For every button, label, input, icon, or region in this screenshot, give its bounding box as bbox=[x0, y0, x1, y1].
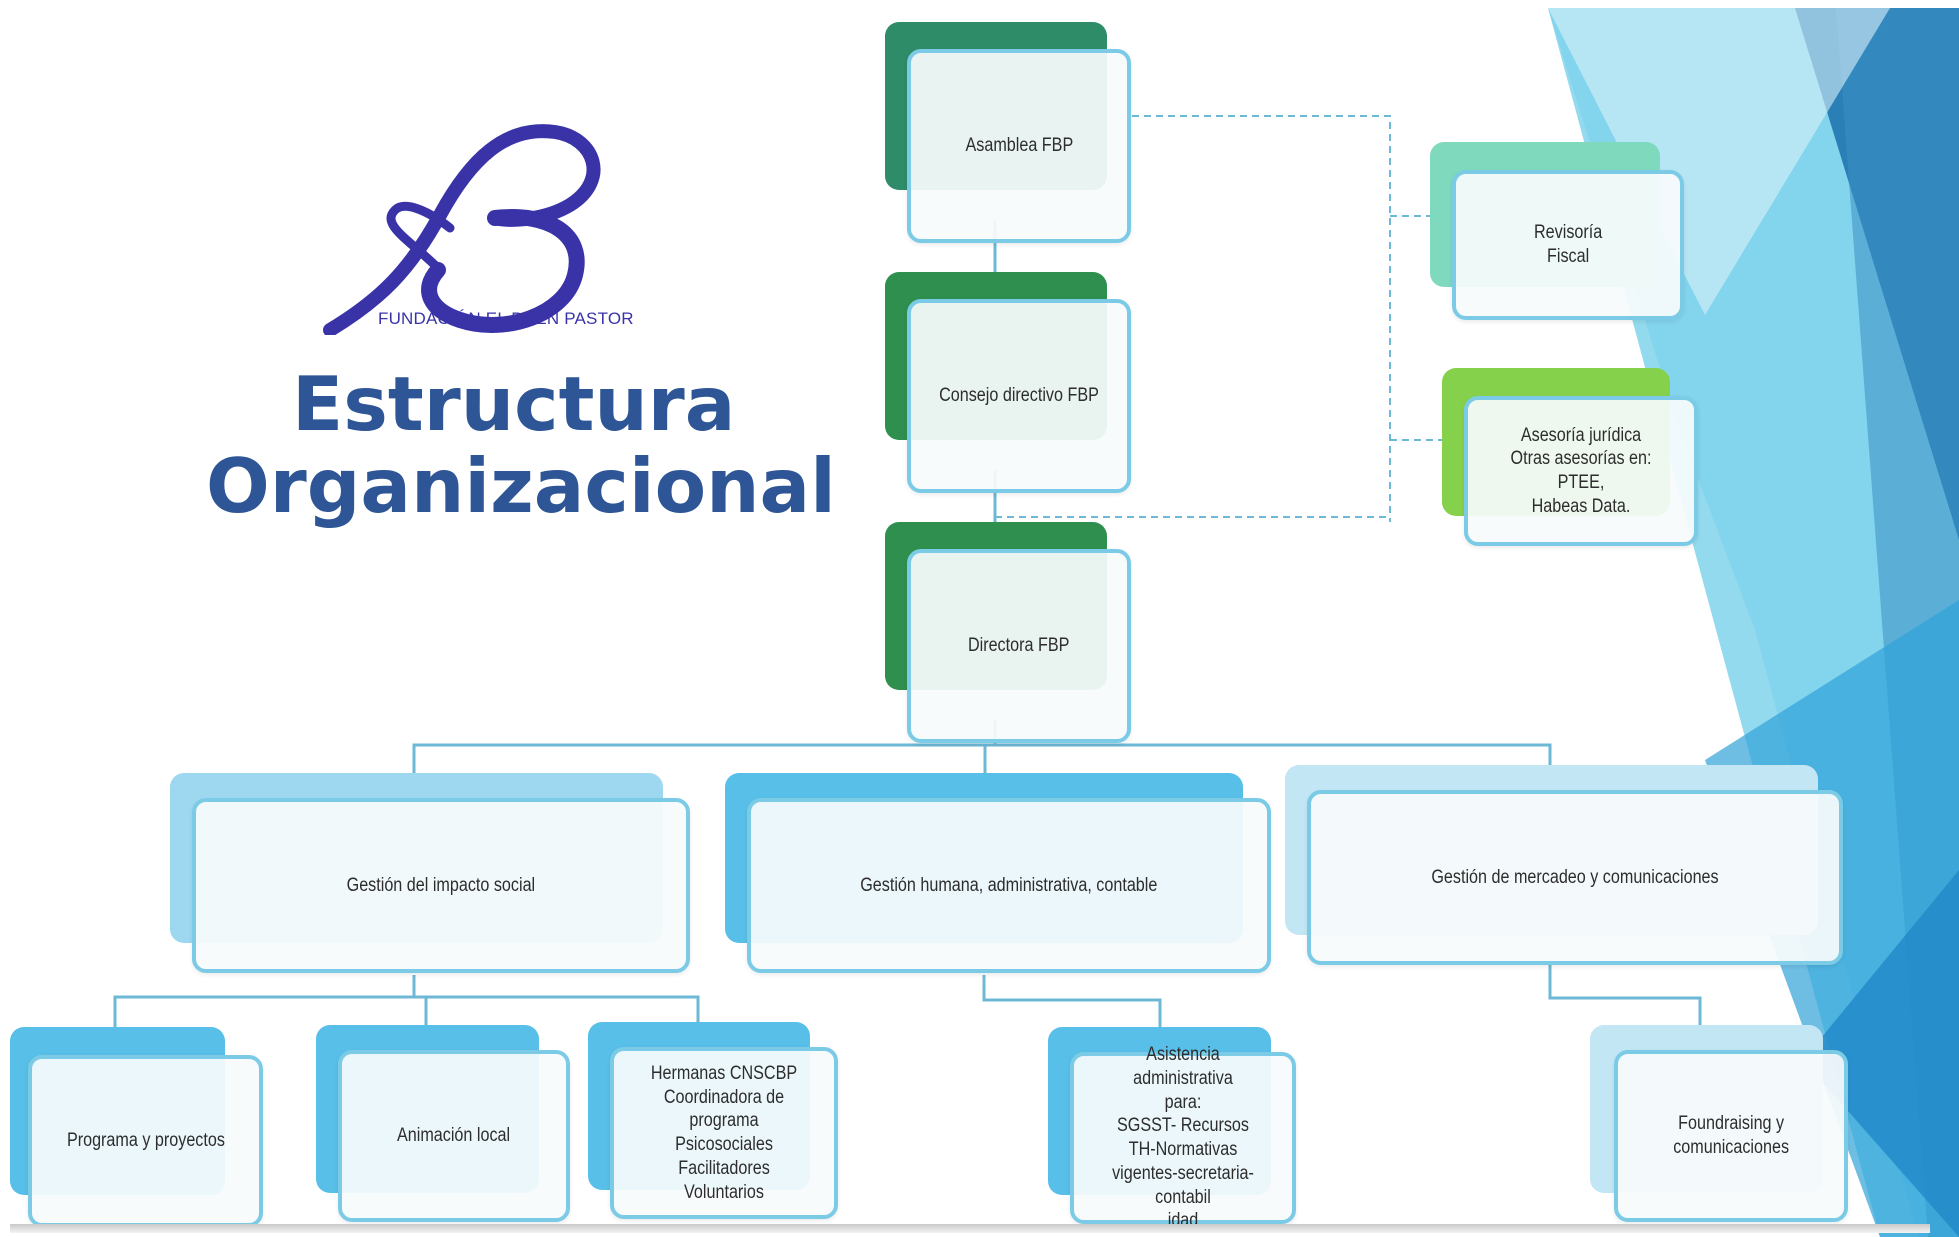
connector-directora-mercadeo bbox=[995, 743, 1552, 765]
connector-impacto-hermanas bbox=[414, 995, 700, 1022]
fundacion-logo-icon bbox=[323, 124, 601, 335]
slide-bottom-shadow bbox=[10, 1224, 1930, 1233]
node-label: Asamblea FBP bbox=[965, 135, 1073, 157]
node-label: Revisoría Fiscal bbox=[1533, 222, 1603, 267]
connector-humana-asistencia bbox=[982, 975, 1162, 1027]
node-label: Asistencia administrativa para: SGSST- R… bbox=[1112, 1044, 1254, 1232]
logo-text: FUNDACIÓN EL BUEN PASTOR bbox=[378, 309, 634, 328]
node-label: Gestión del impacto social bbox=[346, 874, 536, 896]
node-label: Asesoría jurídica Otras asesorías en: PT… bbox=[1510, 424, 1652, 517]
connector-asamblea-revisoria bbox=[1132, 115, 1391, 522]
node-label: Programa y proyectos bbox=[66, 1130, 225, 1152]
node-label: Gestión de mercadeo y comunicaciones bbox=[1431, 866, 1719, 888]
page-title-line-1: Estructura bbox=[292, 360, 736, 448]
node-label: Consejo directivo FBP bbox=[939, 385, 1099, 407]
node-label: Foundraising y comunicaciones bbox=[1673, 1113, 1789, 1158]
page-title-line-2: Organizacional bbox=[206, 442, 836, 530]
node-label: Animación local bbox=[397, 1125, 511, 1147]
connector-mercadeo-foundraising bbox=[1548, 965, 1702, 1025]
node-label: Gestión humana, administrativa, contable bbox=[860, 874, 1158, 896]
node-label: Directora FBP bbox=[968, 635, 1070, 657]
node-label: Hermanas CNSCBP Coordinadora de programa… bbox=[650, 1062, 798, 1203]
connector-impacto-programa bbox=[113, 975, 416, 1027]
